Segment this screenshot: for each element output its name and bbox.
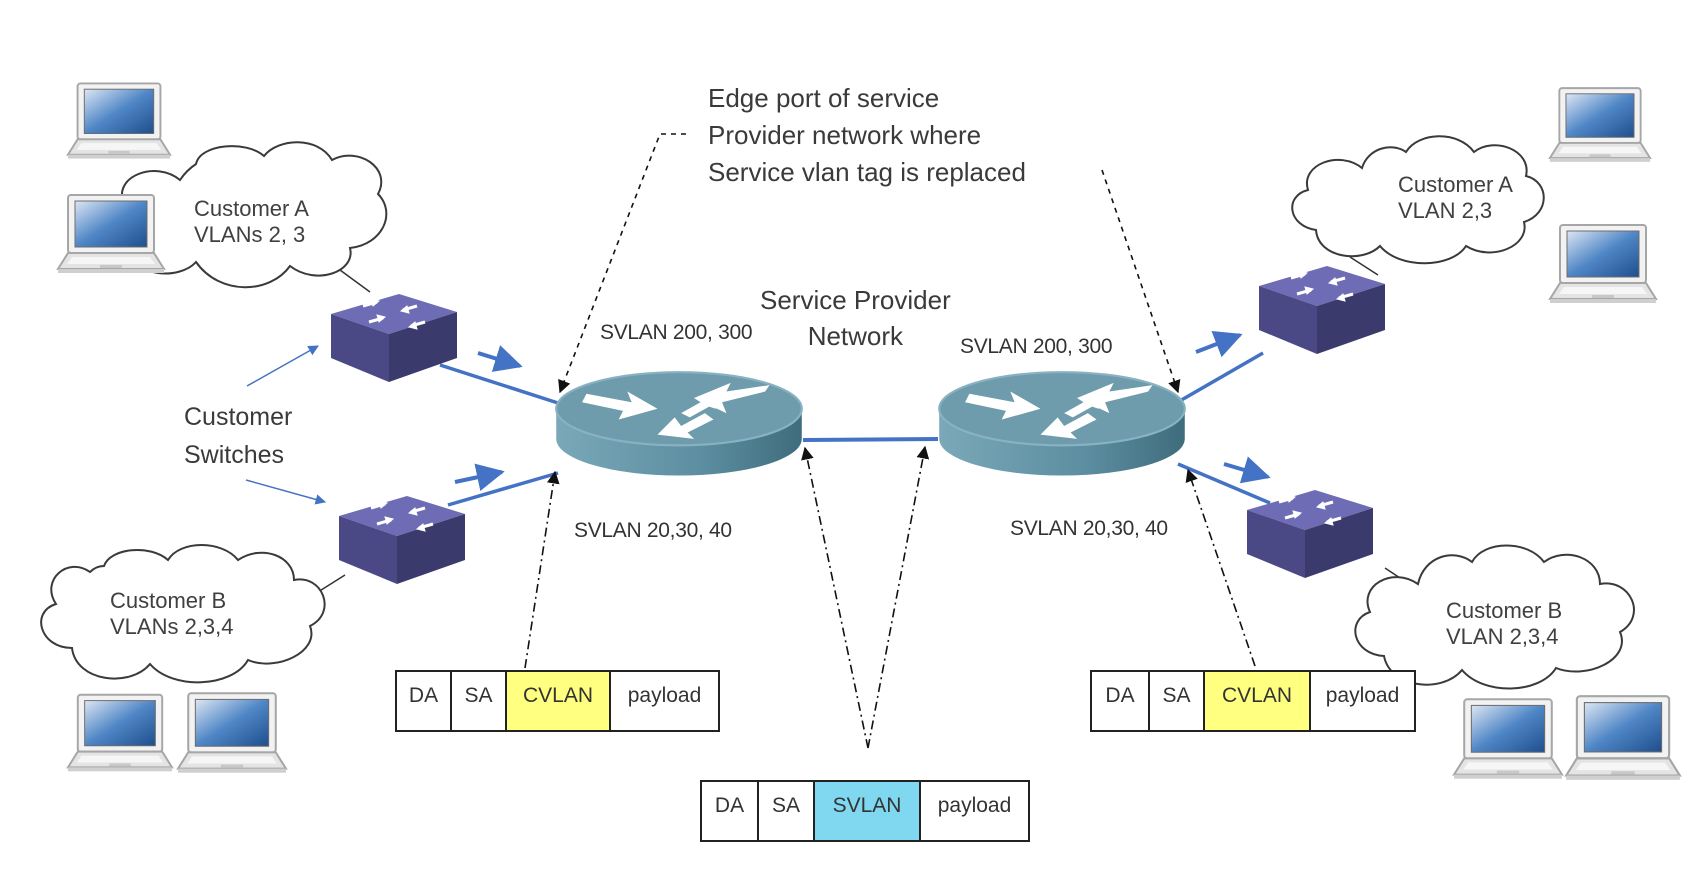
frame-left: DA SA CVLAN payload [395,670,720,732]
right-svlan-top-label: SVLAN 200, 300 [960,335,1113,358]
cloud-customer-b-right [1354,544,1635,690]
traffic-arrows [245,331,1271,505]
edge-port-note: Edge port of service Provider network wh… [708,83,1026,187]
cloud-customer-b-left [40,544,326,684]
right-customer-b-label: Customer B VLAN 2,3,4 [1446,598,1563,650]
laptop-icon [1565,695,1681,781]
switch-icon [329,292,459,384]
laptop-icon [66,693,174,773]
frame-field-da: DA [1092,672,1150,730]
laptop-icon [56,193,166,275]
frame-field-svlan: SVLAN [815,782,921,840]
router-icon [555,371,803,477]
frame-field-payload: payload [627,684,702,707]
frame-field-da: DA [397,672,452,730]
provider-network-label: Service Provider Network [760,285,951,351]
laptop-icon [1548,223,1658,305]
frame-field-cvlan: CVLAN [507,672,611,730]
switch-icon [1257,264,1387,356]
frame-field-sa: SA [759,782,815,840]
laptop-icon [176,692,288,774]
frame-field-payload: payload [937,794,1012,817]
left-svlan-bottom-label: SVLAN 20,30, 40 [574,519,732,542]
cloud-customer-a-right [1291,135,1545,265]
left-customer-a-label: Customer A VLANs 2, 3 [194,196,309,248]
router-icon [938,371,1186,477]
switch-icon [1245,488,1375,580]
frame-field-sa: SA [452,672,507,730]
laptop-icon [1548,87,1652,163]
customer-switches-label: Customer Switches [184,403,293,469]
frame-right: DA SA CVLAN payload [1090,670,1416,732]
left-customer-b-label: Customer B VLANs 2,3,4 [110,588,234,640]
frame-field-da: DA [702,782,759,840]
callout-lines [524,133,1256,749]
frame-field-payload: payload [1325,684,1400,707]
frame-field-cvlan: CVLAN [1205,672,1311,730]
laptop-icon [66,82,172,160]
switch-icon [337,494,467,586]
right-svlan-bottom-label: SVLAN 20,30, 40 [1010,517,1168,540]
right-customer-a-label: Customer A VLAN 2,3 [1398,172,1513,224]
frame-field-sa: SA [1150,672,1205,730]
frame-middle: DA SA SVLAN payload [700,780,1030,842]
laptop-icon [1452,698,1564,780]
left-svlan-top-label: SVLAN 200, 300 [600,321,753,344]
